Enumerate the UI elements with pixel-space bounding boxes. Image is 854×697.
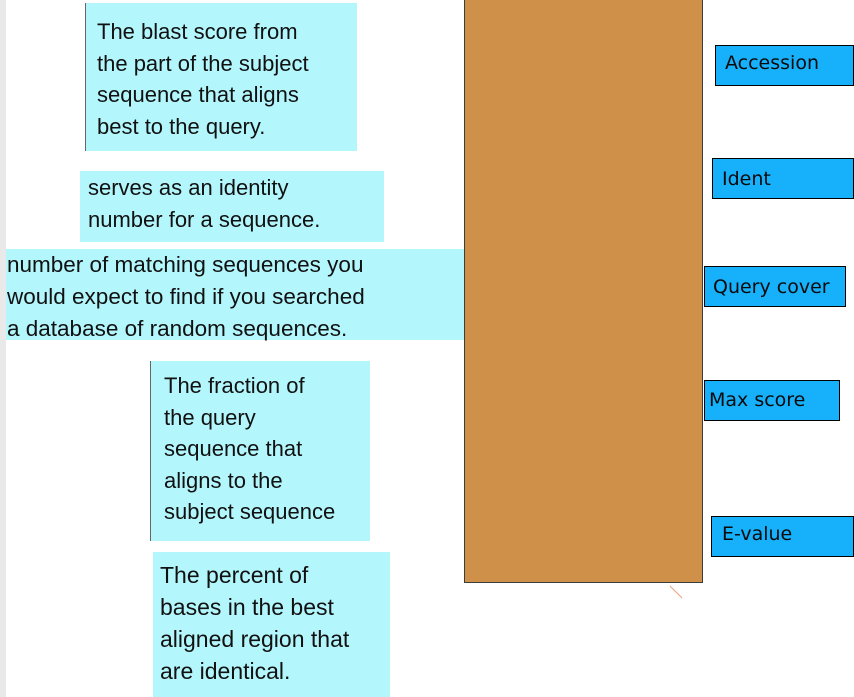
definition-query-cover: The fraction of the query sequence that … (150, 361, 370, 541)
term-query-cover[interactable]: Query cover (704, 266, 846, 307)
drop-zone[interactable] (464, 0, 703, 583)
page-left-edge (0, 0, 6, 697)
term-e-value[interactable]: E-value (711, 516, 854, 557)
definition-accession: serves as an identity number for a seque… (80, 171, 384, 242)
definition-e-value: number of matching sequences you would e… (6, 249, 464, 341)
term-max-score[interactable]: Max score (704, 380, 840, 421)
definition-max-score: The blast score from the part of the sub… (85, 3, 357, 151)
term-accession[interactable]: Accession (715, 45, 854, 86)
term-ident[interactable]: Ident (712, 158, 854, 199)
definition-ident: The percent of bases in the best aligned… (153, 552, 390, 697)
